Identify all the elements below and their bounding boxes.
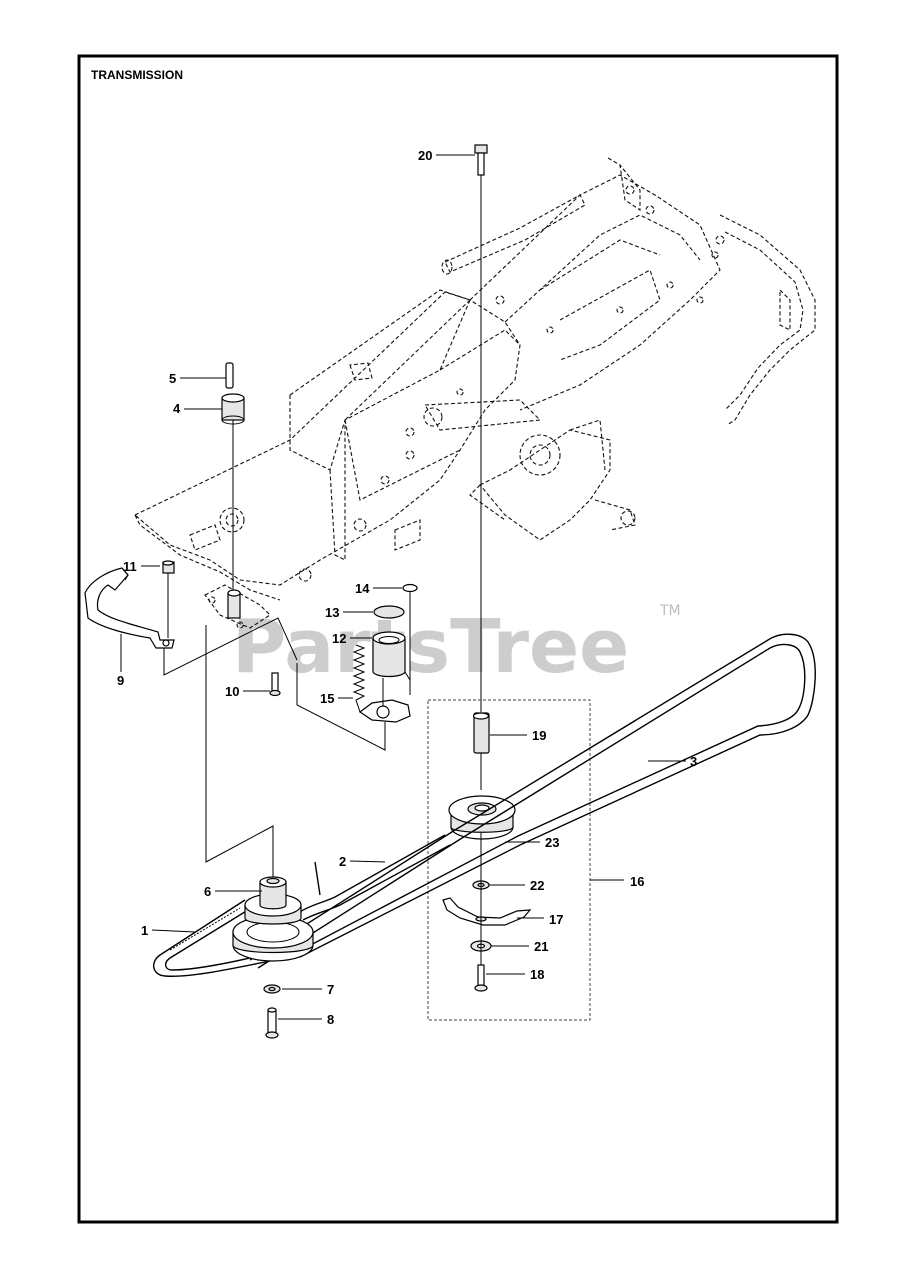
callout-20: 20: [418, 148, 475, 163]
callout-18: 18: [486, 967, 544, 982]
assembly-leader-arm: [296, 663, 386, 751]
callout-7: 7: [282, 982, 334, 997]
diagram-frame: [77, 54, 839, 1224]
svg-text:22: 22: [530, 878, 544, 893]
callout-13: 13: [325, 605, 373, 620]
svg-text:19: 19: [532, 728, 546, 743]
bushing: [221, 393, 245, 425]
nut: [162, 560, 175, 574]
callout-5: 5: [169, 371, 226, 386]
callout-23: 23: [505, 835, 559, 850]
callout-22: 22: [489, 878, 544, 893]
svg-text:3: 3: [690, 754, 697, 769]
callout-12: 12: [332, 631, 372, 646]
svg-text:20: 20: [418, 148, 432, 163]
watermark: PartsTree: [232, 604, 629, 690]
cap: [373, 605, 405, 619]
chassis-frame: [134, 157, 816, 601]
svg-text:15: 15: [320, 691, 334, 706]
pivot-post: [227, 589, 241, 619]
spring: [352, 644, 366, 713]
svg-text:14: 14: [355, 581, 370, 596]
drive-belt-loop: [153, 899, 276, 977]
drive-belt-long: [249, 633, 816, 969]
callout-2: 2: [339, 854, 386, 869]
svg-text:21: 21: [534, 939, 548, 954]
callout-9: 9: [117, 634, 124, 688]
svg-text:16: 16: [630, 874, 644, 889]
pulley-washer: [263, 984, 281, 994]
pulley-bolt: [265, 1007, 279, 1039]
callout-19: 19: [490, 728, 546, 743]
svg-text:9: 9: [117, 673, 124, 688]
svg-text:2: 2: [339, 854, 346, 869]
callout-21: 21: [491, 939, 548, 954]
bolt-small: [269, 672, 281, 697]
callout-17: 17: [517, 912, 563, 927]
idler-pulley: [448, 795, 516, 840]
callout-4: 4: [173, 401, 222, 416]
svg-text:8: 8: [327, 1012, 334, 1027]
callout-6: 6: [204, 884, 262, 899]
engine-pulley: [232, 876, 314, 962]
sleeve: [372, 631, 406, 678]
svg-text:7: 7: [327, 982, 334, 997]
callout-8: 8: [278, 1012, 334, 1027]
svg-text:4: 4: [173, 401, 181, 416]
diagram-title: TRANSMISSION: [91, 68, 183, 82]
callout-15: 15: [320, 691, 353, 706]
belt-guide: [84, 567, 175, 649]
svg-text:1: 1: [141, 923, 148, 938]
clip: [402, 583, 418, 593]
svg-text:18: 18: [530, 967, 544, 982]
pulley-axis-leader: [205, 625, 274, 878]
assembly-leader-guide: [163, 617, 298, 676]
svg-text:11: 11: [123, 559, 137, 574]
spacer: [472, 712, 490, 754]
svg-text:12: 12: [332, 631, 346, 646]
svg-text:5: 5: [169, 371, 176, 386]
svg-text:23: 23: [545, 835, 559, 850]
callout-1: 1: [141, 923, 196, 938]
idler-kit-box: [427, 699, 591, 1021]
watermark-trademark: TM: [659, 603, 681, 619]
svg-text:10: 10: [225, 684, 239, 699]
long-bolt: [474, 144, 488, 176]
svg-text:17: 17: [549, 912, 563, 927]
callout-11: 11: [123, 559, 160, 574]
callout-14: 14: [355, 581, 402, 596]
svg-text:6: 6: [204, 884, 211, 899]
bolt-idler: [474, 964, 488, 992]
callout-3: 3: [648, 754, 697, 769]
roll-pin: [225, 362, 234, 389]
mounting-bracket: [204, 584, 271, 629]
callout-16: 16: [590, 874, 644, 889]
callout-10: 10: [225, 684, 270, 699]
belt-keeper: [442, 897, 532, 926]
svg-text:13: 13: [325, 605, 339, 620]
drive-belt-short: [299, 834, 451, 921]
